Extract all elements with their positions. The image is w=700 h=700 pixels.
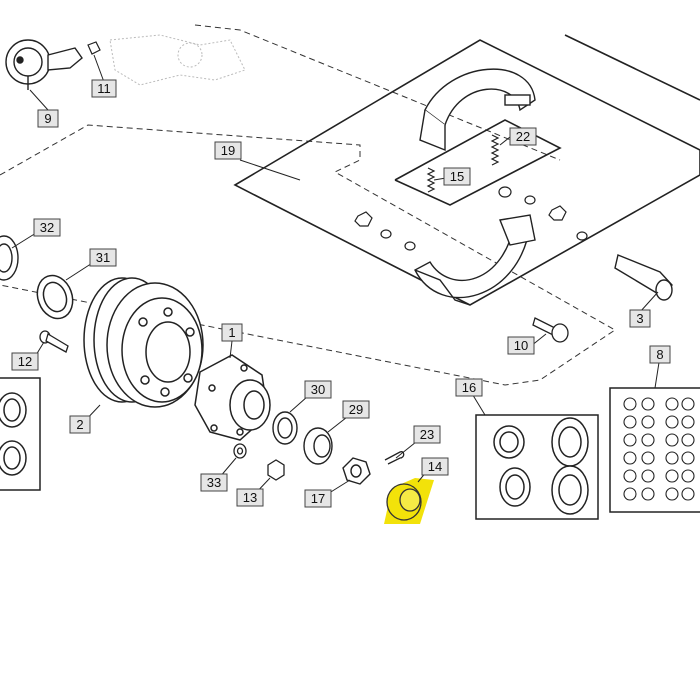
seal-30 bbox=[272, 411, 298, 445]
callout-9-text: 9 bbox=[44, 111, 51, 126]
callout-2-text: 2 bbox=[76, 417, 83, 432]
callout-13-text: 13 bbox=[243, 490, 257, 505]
nut-13 bbox=[267, 459, 285, 481]
callout-8: 8 bbox=[649, 345, 671, 364]
callout-23-text: 23 bbox=[420, 427, 434, 442]
callout-1: 1 bbox=[221, 323, 243, 342]
small-nut-11 bbox=[87, 41, 101, 55]
brake-small-hardware bbox=[354, 186, 588, 251]
callout-17: 17 bbox=[304, 489, 332, 508]
callout-32-text: 32 bbox=[40, 220, 54, 235]
wheel-stud-12 bbox=[39, 330, 69, 353]
brake-actuator bbox=[5, 39, 83, 90]
brake-shoe-upper bbox=[419, 68, 536, 152]
callout-23: 23 bbox=[413, 425, 441, 444]
callout-31-text: 31 bbox=[96, 250, 110, 265]
castle-nut-17 bbox=[342, 457, 371, 485]
callout-30-text: 30 bbox=[311, 382, 325, 397]
spring-15 bbox=[426, 167, 436, 193]
bearing-set-box-left bbox=[0, 377, 41, 491]
callout-16-text: 16 bbox=[462, 380, 476, 395]
callout-14: 14 bbox=[421, 457, 449, 476]
callout-29-text: 29 bbox=[349, 402, 363, 417]
nut-assortment-box-8 bbox=[609, 387, 700, 513]
callout-22: 22 bbox=[509, 127, 537, 146]
camshaft bbox=[614, 254, 673, 301]
callout-11: 11 bbox=[91, 79, 117, 98]
background-linkage-sketch bbox=[109, 34, 246, 86]
callout-12-text: 12 bbox=[18, 354, 32, 369]
callout-14-text: 14 bbox=[428, 459, 442, 474]
callout-3: 3 bbox=[629, 309, 651, 328]
callout-22-text: 22 bbox=[516, 129, 530, 144]
callout-32: 32 bbox=[33, 218, 61, 237]
callout-33: 33 bbox=[200, 473, 228, 492]
callout-10-text: 10 bbox=[514, 338, 528, 353]
callout-1-text: 1 bbox=[228, 325, 235, 340]
callout-8-text: 8 bbox=[656, 347, 663, 362]
callout-33-text: 33 bbox=[207, 475, 221, 490]
bearing-32 bbox=[0, 235, 19, 281]
brake-drum bbox=[83, 277, 204, 408]
hub-cap-14-highlighted bbox=[384, 478, 434, 524]
cotter-pin-23 bbox=[384, 451, 405, 465]
callout-31: 31 bbox=[89, 248, 117, 267]
callout-11-text: 11 bbox=[97, 81, 111, 96]
callout-16: 16 bbox=[455, 378, 483, 397]
wheel-hub bbox=[194, 354, 271, 441]
dashed-outline-brake-group bbox=[0, 24, 616, 386]
callout-30: 30 bbox=[304, 380, 332, 399]
seal-31 bbox=[36, 274, 74, 320]
washer-33 bbox=[233, 443, 247, 459]
callout-15-text: 15 bbox=[450, 169, 464, 184]
callout-9: 9 bbox=[37, 109, 59, 128]
callout-3-text: 3 bbox=[636, 311, 643, 326]
callout-29: 29 bbox=[342, 400, 370, 419]
callout-10: 10 bbox=[507, 336, 535, 355]
bolt-10 bbox=[532, 317, 569, 343]
callout-15: 15 bbox=[443, 167, 471, 186]
callout-2: 2 bbox=[69, 415, 91, 434]
spring-22 bbox=[490, 134, 500, 166]
callout-19-text: 19 bbox=[221, 143, 235, 158]
bearing-set-box-16 bbox=[475, 414, 599, 520]
callout-17-text: 17 bbox=[311, 491, 325, 506]
callout-19: 19 bbox=[214, 141, 242, 160]
callout-12: 12 bbox=[11, 352, 39, 371]
brake-shoe-lower bbox=[414, 214, 536, 306]
bearing-29 bbox=[303, 427, 333, 465]
callout-13: 13 bbox=[236, 488, 264, 507]
